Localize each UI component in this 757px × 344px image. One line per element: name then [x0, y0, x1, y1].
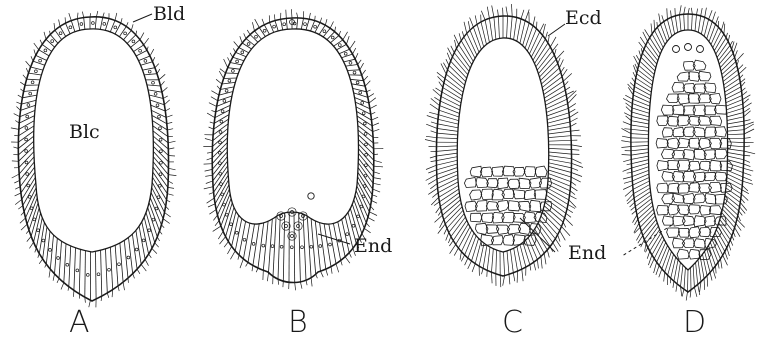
panel-label-d: D	[683, 308, 706, 338]
embryo-d-vesicle-3	[697, 46, 704, 53]
embryo-c-larva	[425, 4, 583, 287]
embryo-d-endoderm-cells	[656, 60, 732, 260]
embryo-d-larva	[621, 5, 755, 300]
label-end-c: End	[568, 244, 606, 263]
embryo-b-nuclei	[218, 22, 367, 249]
embryo-d-vesicle-2	[685, 44, 692, 51]
embryo-b-inner-wall	[227, 29, 358, 224]
embryo-c-endoderm-cells	[464, 166, 551, 246]
embryo-b-cell-walls	[212, 18, 374, 283]
label-bld: Bld	[153, 5, 185, 24]
embryo-d-vesicle-1	[673, 46, 680, 53]
panel-label-b: B	[288, 308, 308, 338]
embryo-b-free-cell	[308, 193, 314, 199]
label-blc: Blc	[69, 123, 100, 142]
panel-label-c: C	[502, 308, 523, 338]
panel-label-a: A	[69, 308, 90, 338]
label-end-b: End	[354, 237, 392, 256]
label-ecd: Ecd	[565, 9, 602, 28]
embryo-a-blastula	[11, 11, 177, 307]
leader-bld	[133, 14, 152, 22]
leader-ecd	[548, 24, 565, 36]
embryo-b-outer-wall	[212, 18, 374, 283]
